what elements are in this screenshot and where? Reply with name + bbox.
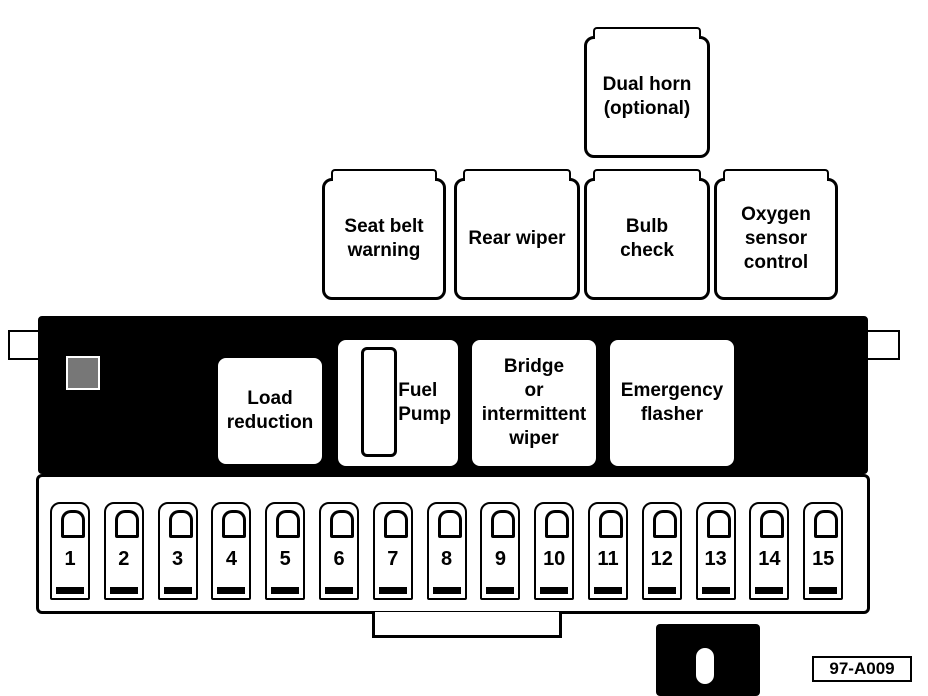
fuse-11: 11 <box>588 502 628 600</box>
fuse-number: 1 <box>64 548 76 570</box>
fuse-number: 14 <box>758 548 781 570</box>
fuse-8: 8 <box>426 502 467 600</box>
fuse-2: 2 <box>103 502 144 600</box>
fuse-9: 9 <box>480 502 521 600</box>
figure-code: 97-A009 <box>812 656 912 682</box>
fuse-1: 1 <box>50 502 90 600</box>
battery-icon <box>66 356 100 390</box>
fuse-4: 4 <box>211 502 252 600</box>
fuse-number: 6 <box>333 548 345 570</box>
fuse-13: 13 <box>695 502 736 600</box>
seat-belt-label: Seat belt warning <box>344 216 424 261</box>
rear-wiper-label: Rear wiper <box>468 228 566 249</box>
rear-wiper-relay: Rear wiper <box>454 169 580 300</box>
fuse-number: 12 <box>650 548 673 570</box>
dual-horn-label: Dual horn (optional) <box>602 74 692 119</box>
fuse-number: 2 <box>118 548 130 570</box>
dual-horn-relay: Dual horn (optional) <box>584 27 710 158</box>
emergency-flasher-label: Emergency flasher <box>620 380 724 425</box>
bridge-wiper-relay: Bridge or intermittent wiper <box>472 340 596 466</box>
fuse-12: 12 <box>641 502 682 600</box>
fuse-14: 14 <box>749 502 790 600</box>
fuel-pump-label: Fuel Pump <box>398 380 451 425</box>
oxygen-sensor-label: Oxygen sensor control <box>741 204 811 273</box>
fuse-3: 3 <box>157 502 198 600</box>
fuse-number: 11 <box>597 548 619 570</box>
bulb-check-label: Bulb check <box>620 216 674 261</box>
bridge-wiper-label: Bridge or intermittent wiper <box>481 356 587 449</box>
fuse-number: 9 <box>494 548 506 570</box>
fuel-pump-fuse-holder <box>361 347 397 457</box>
fuel-pump-relay: Fuel Pump <box>338 340 458 466</box>
fuse-6: 6 <box>319 502 359 600</box>
emergency-flasher-relay: Emergency flasher <box>610 340 734 466</box>
connector-plug <box>656 624 760 696</box>
load-reduction-label: Load reduction <box>226 388 314 433</box>
fuse-number: 5 <box>279 548 291 570</box>
fuse-number: 8 <box>441 548 453 570</box>
fuse-10: 10 <box>534 502 575 600</box>
load-reduction-relay: Load reduction <box>218 358 322 464</box>
fuse-number: 10 <box>543 548 566 570</box>
right-mount-tab <box>866 330 900 360</box>
oxygen-sensor-relay: Oxygen sensor control <box>714 169 838 300</box>
bulb-check-relay: Bulb check <box>584 169 710 300</box>
fuse-5: 5 <box>265 502 306 600</box>
seat-belt-relay: Seat belt warning <box>322 169 446 300</box>
fuse-number: 7 <box>387 548 399 570</box>
fuse-number: 4 <box>225 548 237 570</box>
fuse-number: 15 <box>812 548 835 570</box>
fuse-number: 13 <box>704 548 727 570</box>
mounting-bracket <box>372 612 562 638</box>
fuse-number: 3 <box>172 548 184 570</box>
fuse-15: 15 <box>803 502 844 600</box>
left-mount-tab <box>8 330 40 360</box>
fuse-7: 7 <box>372 502 413 600</box>
